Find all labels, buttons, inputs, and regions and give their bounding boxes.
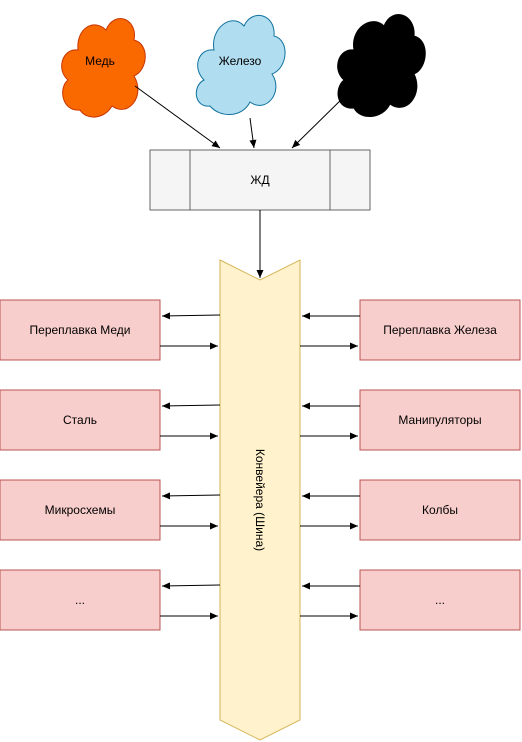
railway-box — [149, 149, 371, 211]
railway-node: ЖД — [149, 149, 371, 211]
cloud-coal: Уголь — [337, 14, 426, 117]
cloud-copper-label: Медь — [85, 54, 115, 68]
left-module-box — [0, 299, 161, 361]
edge-bus-to-left-module — [161, 312, 221, 320]
cloud-copper-shape — [61, 18, 146, 118]
edge-bus-to-left-module — [161, 402, 221, 410]
edges-bus-right — [300, 312, 360, 620]
edge-copper-to-railway — [134, 85, 221, 149]
right-module-box — [359, 299, 521, 361]
right-module-box — [359, 479, 521, 541]
edge-iron-to-railway — [249, 117, 257, 149]
cloud-coal-shape — [337, 14, 426, 117]
right-module-label: Колбы — [422, 503, 458, 517]
cloud-coal-label: Уголь — [365, 54, 396, 68]
left-module-label: Сталь — [63, 413, 97, 427]
right-module-label: Манипуляторы — [398, 413, 481, 427]
right-module-label: Переплавка Железа — [383, 323, 497, 337]
right-module-box — [359, 389, 521, 451]
edge-bus-to-left-module — [161, 582, 221, 590]
edges-clouds-to-railway — [134, 85, 349, 278]
left-module: Переплавка Меди — [0, 299, 161, 361]
edge-coal-to-railway — [291, 92, 349, 149]
right-module-box — [359, 569, 521, 631]
left-module-box — [0, 479, 161, 541]
left-module-box — [0, 569, 161, 631]
left-module-label: Микросхемы — [45, 503, 116, 517]
left-module-label: Переплавка Меди — [30, 323, 131, 337]
edge-bus-to-left-module — [161, 492, 221, 500]
right-module-label: ... — [435, 593, 445, 607]
bus-shape — [219, 259, 301, 741]
left-modules: Переплавка Меди Сталь Микросхемы ... — [0, 299, 161, 631]
bus-label: Конвейера (Шина) — [253, 449, 267, 551]
right-modules: Переплавка Железа Манипуляторы Колбы ... — [359, 299, 521, 631]
edges-bus-left — [160, 312, 221, 620]
right-module: ... — [359, 569, 521, 631]
left-module-label: ... — [75, 593, 85, 607]
cloud-iron-shape — [195, 15, 286, 115]
left-module: ... — [0, 569, 161, 631]
right-module: Переплавка Железа — [359, 299, 521, 361]
left-module: Сталь — [0, 389, 161, 451]
bus-node: Конвейера (Шина) — [219, 259, 301, 741]
right-module: Колбы — [359, 479, 521, 541]
railway-label: ЖД — [250, 173, 269, 187]
cloud-iron-label: Железо — [219, 54, 262, 68]
left-module-box — [0, 389, 161, 451]
cloud-iron: Железо — [195, 15, 286, 115]
left-module: Микросхемы — [0, 479, 161, 541]
right-module: Манипуляторы — [359, 389, 521, 451]
cloud-copper: Медь — [61, 18, 146, 118]
